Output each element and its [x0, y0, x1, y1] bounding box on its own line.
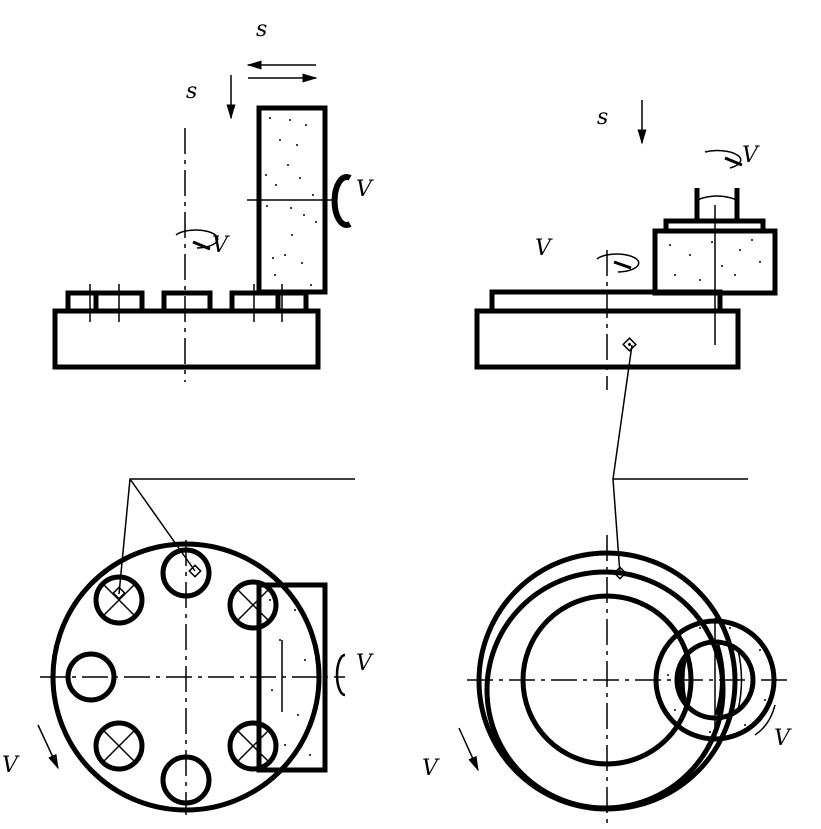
surface-finish-symbol [613, 566, 627, 580]
leader-line [118, 478, 355, 595]
table-rotation-arrow [37, 724, 59, 770]
workpiece-inner [520, 593, 694, 767]
table-rotation-arrow [596, 253, 640, 273]
label-v: V [356, 651, 374, 676]
workpiece [65, 290, 145, 314]
bottom-right-top-view: V V [422, 344, 792, 829]
top-right-side-view: s V V [474, 100, 778, 390]
grinding-wheel [256, 582, 328, 773]
top-left-side-view: s s V V [52, 17, 374, 382]
bottom-left-top-view: V V [2, 478, 374, 815]
wheel-grain-dots [265, 117, 317, 286]
rotary-table [50, 541, 322, 813]
label-s: s [186, 79, 197, 104]
table-rotation-arrow [175, 229, 219, 249]
label-v: V [422, 756, 440, 781]
wheel-rotation-arrow [331, 174, 352, 228]
wheel-rotation-arrow [335, 653, 346, 697]
surface-finish-symbol [112, 564, 202, 600]
label-v: V [535, 236, 553, 261]
table-rotation-arrow [458, 727, 479, 772]
leader-line [612, 344, 633, 575]
label-v: V [742, 143, 760, 168]
workpiece [229, 290, 309, 314]
label-v: V [356, 177, 374, 202]
workpiece-holes [65, 547, 279, 806]
label-v: V [212, 233, 230, 258]
wheel-rotation-arrow [754, 704, 776, 736]
wheel-grain-dots [669, 239, 761, 281]
wheel-rotation-arrow [704, 149, 742, 169]
surface-finish-symbol [622, 337, 637, 352]
label-v: V [774, 726, 792, 751]
label-v: V [2, 753, 20, 778]
workpiece [489, 289, 723, 314]
workpiece [161, 290, 213, 314]
rotary-table [52, 308, 321, 370]
label-s: s [597, 105, 608, 130]
label-s: s [256, 17, 267, 42]
